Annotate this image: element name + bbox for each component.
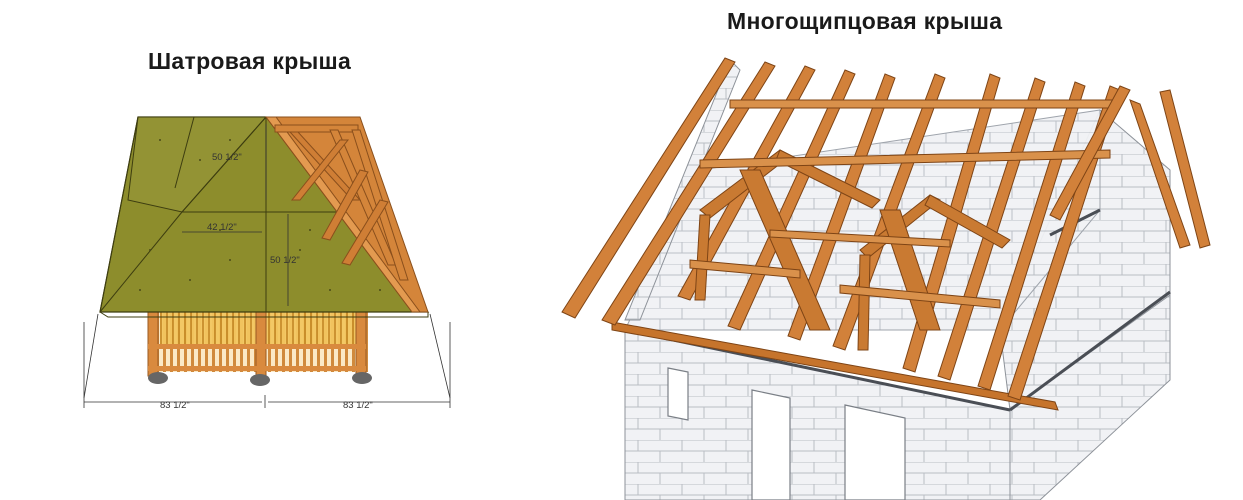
wall-openings bbox=[667, 367, 906, 500]
dim-hip-slope-lower: 50 1/2" bbox=[270, 255, 300, 266]
multi-gable-roof-title: Многощипцовая крыша bbox=[727, 8, 1003, 34]
multi-gable-house bbox=[561, 57, 1211, 500]
sheathing-nails bbox=[139, 139, 381, 291]
wall-plate bbox=[611, 321, 1059, 411]
dim-base-left: 83 1/2" bbox=[160, 400, 190, 411]
gable-rafters bbox=[1049, 85, 1211, 249]
dim-hip-slope-upper: 50 1/2" bbox=[212, 152, 242, 163]
dimension-lines bbox=[83, 124, 451, 408]
hip-roof-gazebo: 50 1/2" 42 1/2" 50 1/2" 83 1/2" 83 1/2" bbox=[83, 116, 451, 411]
dim-hip-half-width: 42 1/2" bbox=[207, 222, 237, 233]
hip-roof-title: Шатровая крыша bbox=[148, 48, 352, 74]
gazebo-frame bbox=[147, 311, 368, 379]
dim-base-right: 83 1/2" bbox=[343, 400, 373, 411]
foundation-piers bbox=[148, 372, 372, 386]
purlins bbox=[689, 99, 1121, 309]
hip-rafters bbox=[265, 116, 429, 313]
